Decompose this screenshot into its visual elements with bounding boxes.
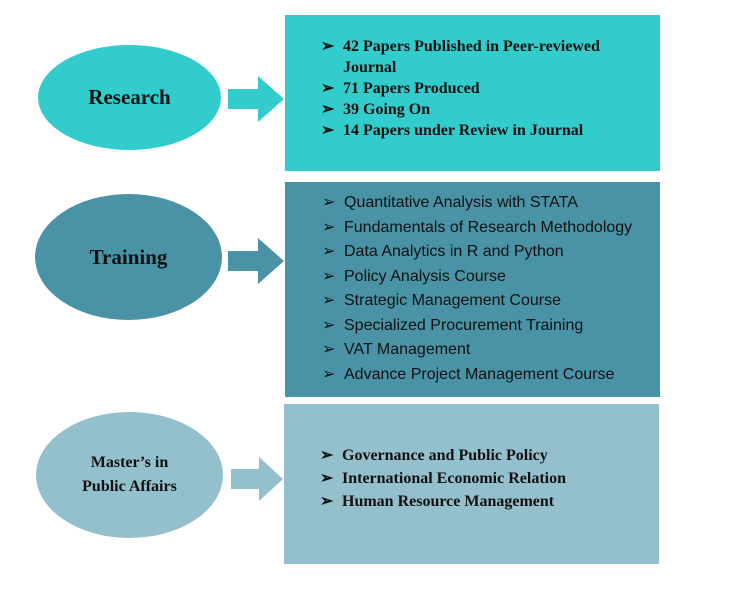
masters-item-text: Human Resource Management: [342, 493, 555, 510]
list-item: ➢ Human Resource Management: [320, 490, 649, 513]
list-item: ➢ Policy Analysis Course: [322, 265, 652, 290]
masters-label-line2: Public Affairs: [82, 478, 177, 495]
arrowhead-bullet-icon: ➢: [321, 101, 335, 118]
list-item: ➢ International Economic Relation: [320, 467, 649, 490]
right-arrow-icon: [228, 76, 284, 122]
research-box: ➢ 42 Papers Published in Peer-reviewed J…: [285, 15, 660, 171]
right-arrow-icon: [228, 238, 284, 284]
arrowhead-bullet-icon: ➢: [320, 493, 334, 510]
research-item-text: 14 Papers under Review in Journal: [343, 122, 584, 139]
list-item: ➢ Quantitative Analysis with STATA: [322, 191, 652, 216]
arrowhead-bullet-icon: ➢: [322, 194, 336, 211]
training-item-text: Advance Project Management Course: [344, 365, 615, 383]
list-item: ➢ 14 Papers under Review in Journal: [321, 120, 650, 141]
arrowhead-bullet-icon: ➢: [322, 365, 336, 383]
training-item-text: Strategic Management Course: [344, 292, 561, 309]
training-label: Training: [89, 244, 168, 269]
list-item: ➢ 42 Papers Published in Peer-reviewed J…: [321, 36, 650, 78]
list-item: ➢ Fundamentals of Research Methodology: [322, 216, 652, 241]
training-item-text: VAT Management: [344, 341, 471, 358]
arrowhead-bullet-icon: ➢: [321, 122, 335, 139]
arrowhead-bullet-icon: ➢: [320, 470, 334, 487]
training-item-text: Fundamentals of Research Methodology: [344, 218, 633, 236]
arrowhead-bullet-icon: ➢: [322, 292, 336, 309]
arrowhead-bullet-icon: ➢: [321, 80, 335, 97]
list-item: ➢ Specialized Procurement Training: [322, 314, 652, 339]
research-item-text: 71 Papers Produced: [343, 80, 480, 97]
research-item-text: 42 Papers Published in Peer-reviewed Jou…: [343, 38, 600, 76]
training-box: ➢ Quantitative Analysis with STATA ➢ Fun…: [285, 182, 660, 397]
list-item: ➢ 39 Going On: [321, 99, 650, 120]
arrowhead-bullet-icon: ➢: [322, 341, 336, 358]
arrowhead-bullet-icon: ➢: [322, 316, 336, 334]
list-item: ➢ VAT Management: [322, 338, 652, 363]
list-item: ➢ Data Analytics in R and Python: [322, 240, 652, 265]
training-item-text: Data Analytics in R and Python: [344, 243, 564, 260]
arrowhead-bullet-icon: ➢: [322, 218, 336, 236]
masters-item-text: International Economic Relation: [342, 470, 566, 487]
research-item-text: 39 Going On: [343, 101, 431, 118]
list-item: ➢ 71 Papers Produced: [321, 78, 650, 99]
arrowhead-bullet-icon: ➢: [322, 267, 336, 285]
list-item: ➢ Strategic Management Course: [322, 289, 652, 314]
training-item-text: Quantitative Analysis with STATA: [344, 194, 578, 211]
list-item: ➢ Advance Project Management Course: [322, 363, 652, 388]
right-arrow-icon: [231, 457, 283, 501]
arrowhead-bullet-icon: ➢: [320, 447, 334, 464]
list-item: ➢ Governance and Public Policy: [320, 444, 649, 467]
masters-box: ➢ Governance and Public Policy ➢ Interna…: [284, 404, 659, 564]
training-item-text: Policy Analysis Course: [344, 267, 506, 285]
masters-item-text: Governance and Public Policy: [342, 447, 548, 464]
arrowhead-bullet-icon: ➢: [322, 243, 336, 260]
training-ellipse: Training: [35, 194, 222, 320]
arrowhead-bullet-icon: ➢: [321, 38, 335, 55]
masters-label-line1: Master’s in: [90, 454, 169, 471]
research-label: Research: [88, 85, 171, 109]
masters-ellipse: Master’s in Public Affairs: [36, 412, 223, 538]
research-ellipse: Research: [38, 45, 221, 150]
training-item-text: Specialized Procurement Training: [344, 316, 584, 334]
